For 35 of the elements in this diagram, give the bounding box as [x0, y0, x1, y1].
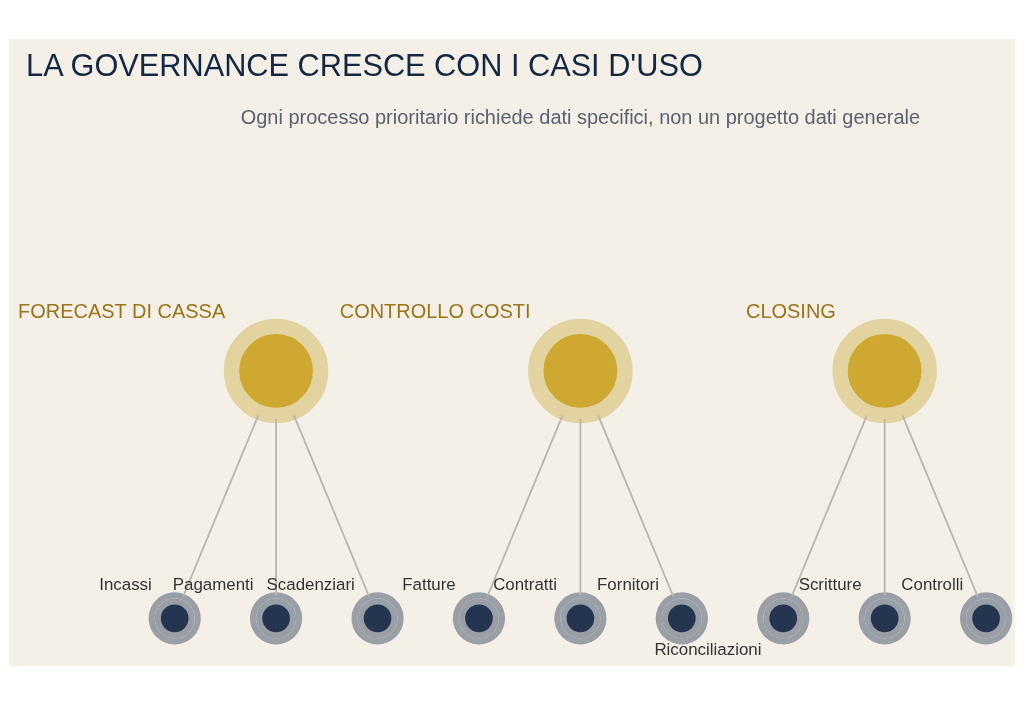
node-circle [757, 591, 810, 644]
node-circle [655, 591, 708, 644]
label: Ogni processo prioritario richiede dati specifici, non un progetto dati generale [240, 105, 921, 128]
connector [790, 414, 868, 597]
node-circle [832, 318, 937, 423]
connector [901, 414, 979, 597]
node-label: Scadenziari [266, 574, 355, 594]
connector [597, 414, 675, 597]
node-label: Pagamenti [172, 574, 254, 594]
node-circle [959, 591, 1013, 644]
node-circle [528, 318, 633, 423]
node-circle [250, 591, 303, 644]
node-label: FORECAST DI CASSA [18, 299, 226, 322]
connector [883, 417, 886, 596]
connector [275, 417, 278, 596]
connector [486, 414, 564, 597]
connector [293, 414, 371, 597]
node-circle [554, 591, 607, 644]
node-label: Contratti [493, 574, 557, 594]
node-circle [452, 591, 506, 644]
node-label: Controlli [901, 574, 964, 594]
node-circle [223, 318, 329, 423]
node-label: CONTROLLO COSTI [339, 299, 531, 322]
node-label: Incassi [99, 574, 152, 594]
node-circle [148, 591, 201, 644]
connector [182, 414, 260, 597]
connector [579, 417, 582, 596]
node-label: Fatture [402, 574, 456, 594]
node-label: CLOSING [745, 299, 836, 322]
node-label: Fornitori [597, 574, 659, 594]
node-circle [858, 591, 911, 644]
diagram-title: LA GOVERNANCE CRESCE CON I CASI D'USO [26, 47, 703, 83]
node-circle [351, 591, 404, 644]
node-label: Scritture [798, 574, 862, 594]
node-label: Riconciliazioni [654, 639, 762, 659]
